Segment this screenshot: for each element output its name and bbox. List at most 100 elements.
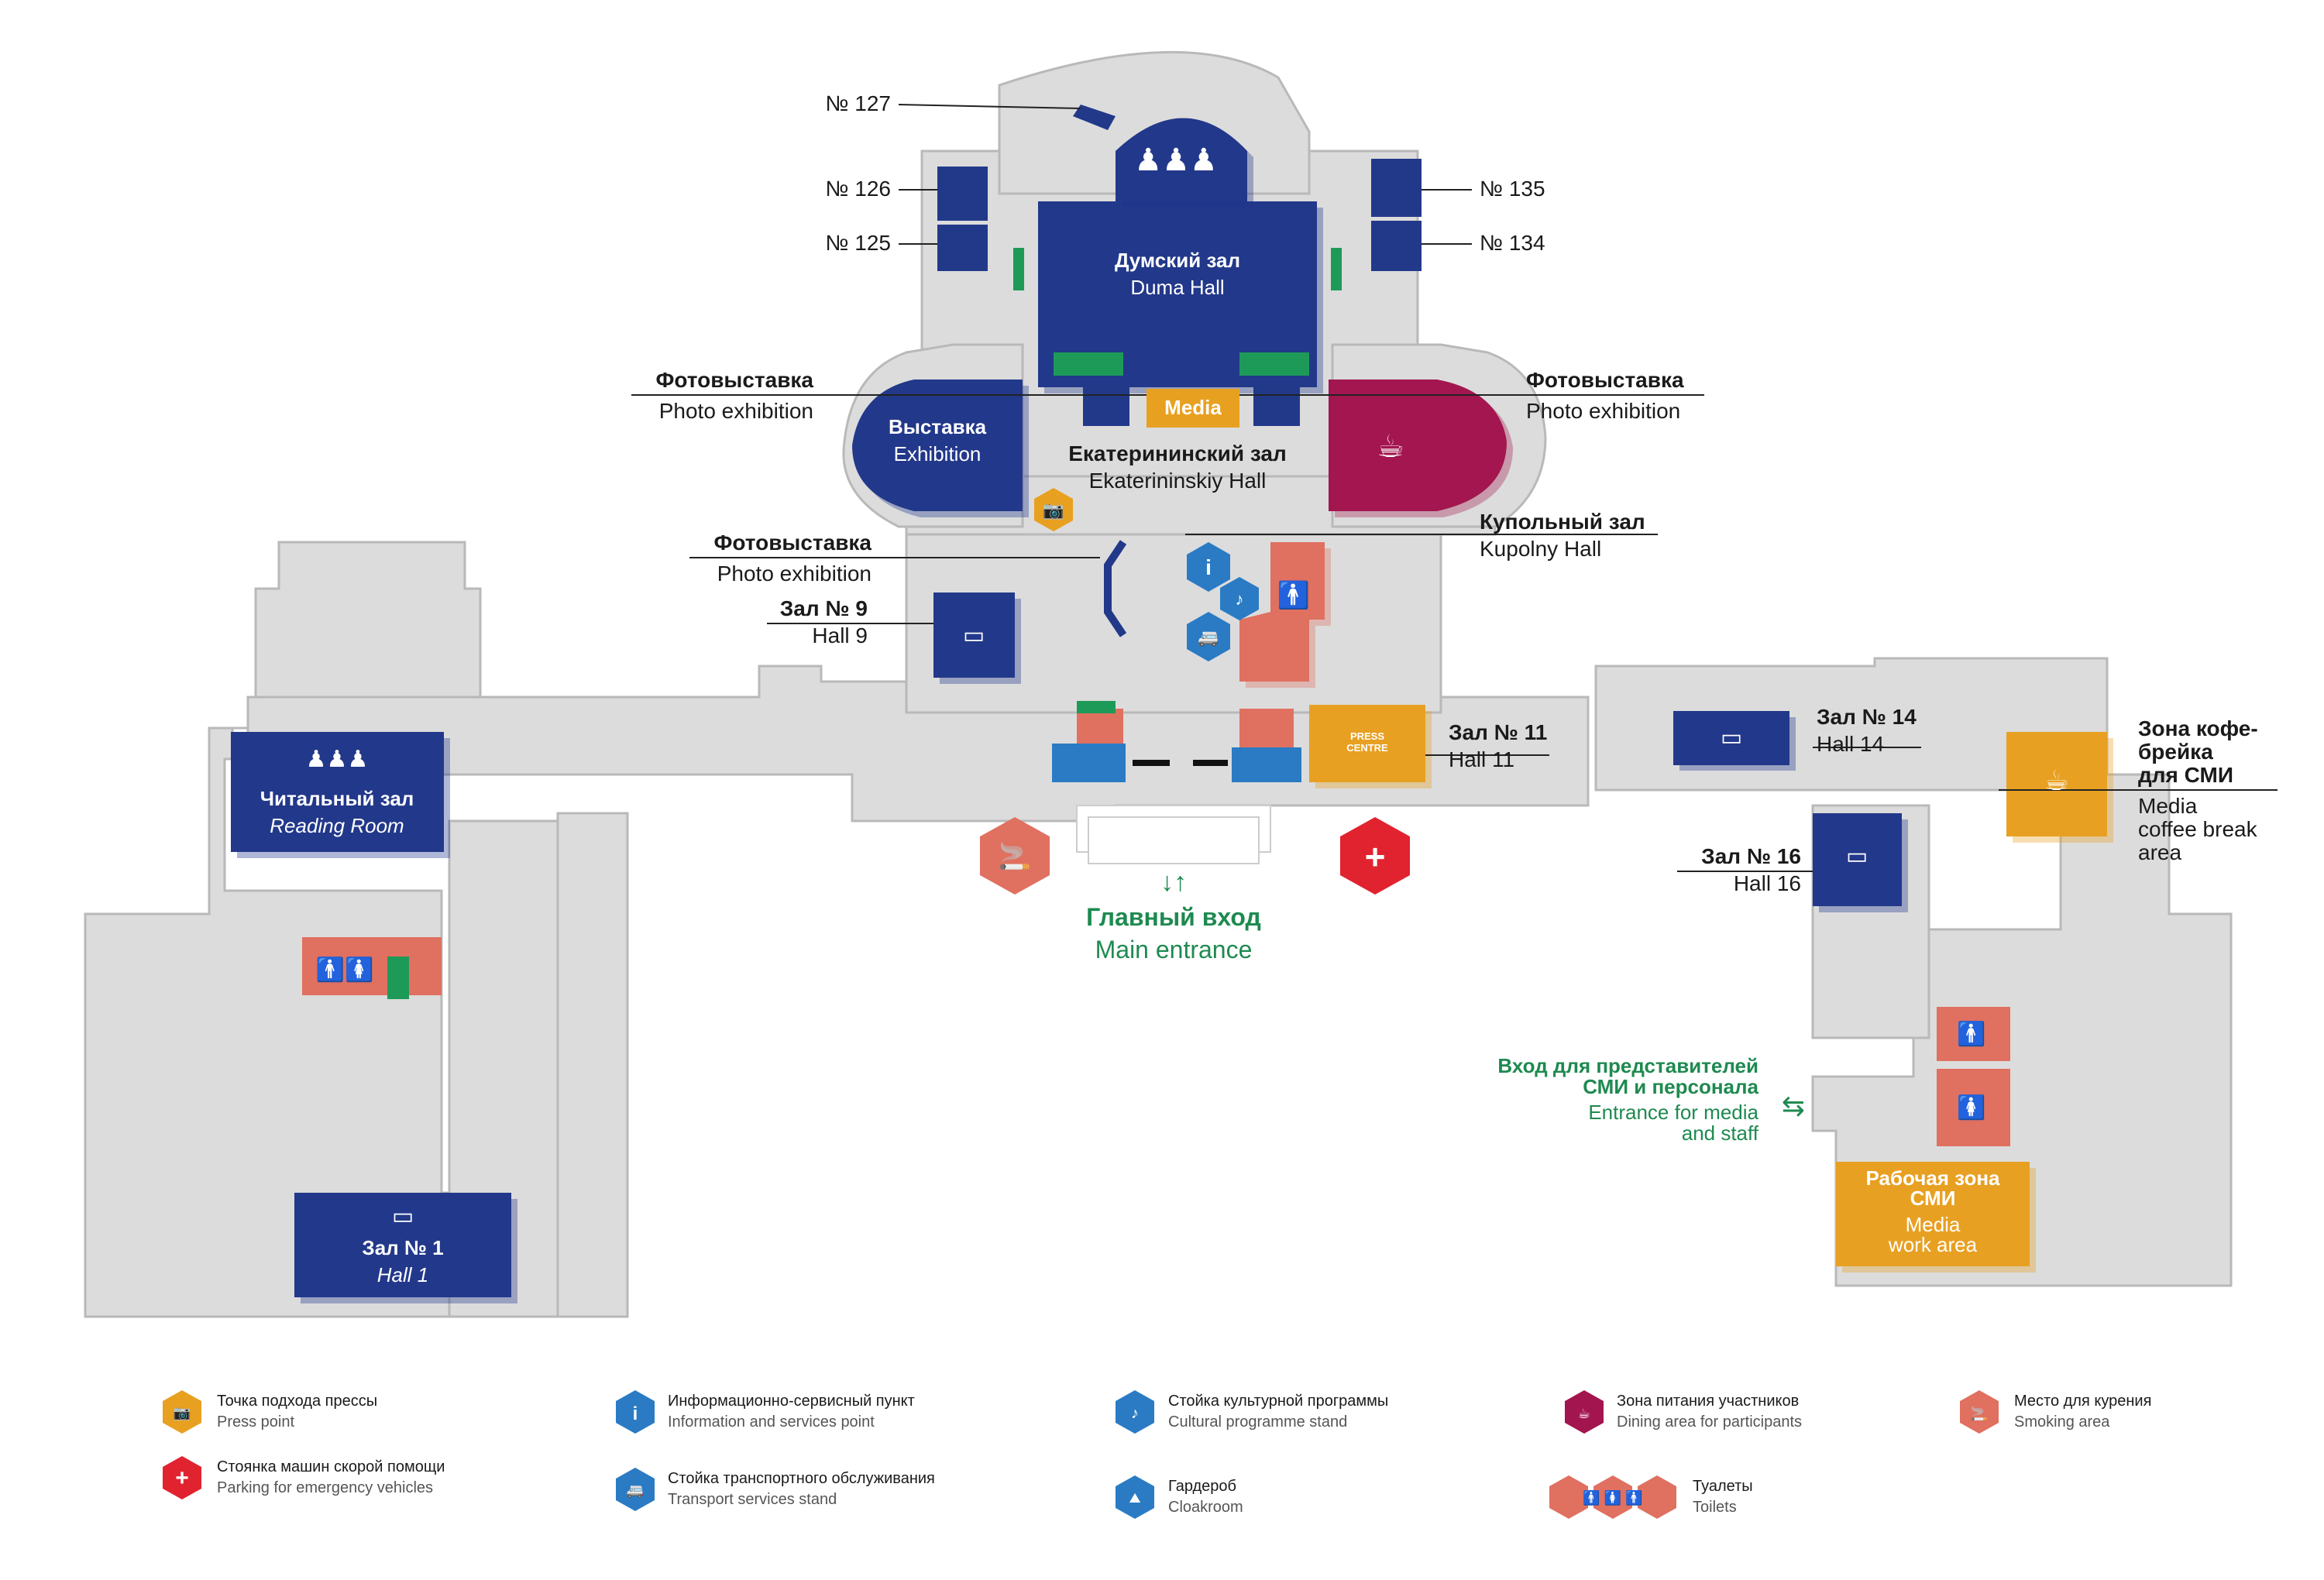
culture-marker: ♪ xyxy=(1220,577,1259,620)
reading-people-icon: ♟♟♟ xyxy=(306,747,369,772)
hall9-ru: Зал № 9 xyxy=(780,596,868,620)
hall16-en: Hall 16 xyxy=(1734,871,1801,895)
legend-label-ru: Стойка транспортного обслуживания xyxy=(668,1470,935,1487)
legend-label-ru: Точка подхода прессы xyxy=(217,1393,377,1410)
stairs xyxy=(387,248,1342,999)
legend-label-ru: Туалеты xyxy=(1693,1478,1753,1495)
legend-label-en: Information and services point xyxy=(668,1413,875,1431)
kupol-toilet xyxy=(1239,542,1325,682)
hall11-toilet xyxy=(1239,709,1294,747)
legend-item-culture: ♪ Стойка культурной программы Cultural p… xyxy=(1116,1390,1388,1434)
smoking-legend-icon: 🚬 xyxy=(1971,1405,1988,1421)
legend-item-toilets: 🚹 🚺 🚹 Туалеты Toilets xyxy=(1549,1475,1753,1519)
coffee-ru-1: Зона кофе- xyxy=(2138,716,2258,740)
legend-label-en: Smoking area xyxy=(2014,1413,2110,1431)
press-centre xyxy=(1309,705,1425,782)
kupol-hall-en: Kupolny Hall xyxy=(1480,537,1601,561)
map-icons: ♟♟♟ ♟♟♟ ▭ ▭ ▭ ▭ ☕ ☕ 🚹🚺 🚹 🚹 🚺 📷 i ♪ xyxy=(306,143,2069,1229)
cloakroom-left xyxy=(1052,744,1126,782)
coffee-en-1: Media xyxy=(2138,794,2198,818)
hall16-meeting-icon: ▭ xyxy=(1846,843,1868,869)
svg-text:↓↑: ↓↑ xyxy=(1160,867,1187,897)
photo-right-en: Photo exhibition xyxy=(1526,399,1680,423)
leader-lines xyxy=(631,104,2278,872)
hall1-meeting-icon: ▭ xyxy=(392,1204,414,1229)
right-toilet-2 xyxy=(1937,1069,2010,1146)
workarea-ru-1: Рабочая зона xyxy=(1865,1166,2000,1190)
transport-legend-icon: 🚐 xyxy=(627,1482,644,1498)
coffee-break-icon: ☕ xyxy=(2044,764,2069,796)
exhibition-hall xyxy=(852,380,1023,511)
staff-entrance-ru-1: Вход для представителей xyxy=(1497,1054,1758,1077)
legend-item-dining: ☕ Зона питания участников Dining area fo… xyxy=(1565,1390,1802,1434)
main-entrance-en: Main entrance xyxy=(1095,936,1253,963)
staff-entrance-en-1: Entrance for media xyxy=(1588,1101,1758,1124)
legend-item-press-point: 📷 Точка подхода прессы Press point xyxy=(163,1390,377,1434)
smoking-icon: 🚬 xyxy=(999,841,1031,871)
hall-1 xyxy=(294,1193,511,1297)
reading-room-ru: Читальный зал xyxy=(260,787,414,810)
media-label: Media xyxy=(1164,396,1222,419)
room-134-label: № 134 xyxy=(1480,231,1545,255)
hall-9 xyxy=(933,592,1015,678)
legend-label-en: Press point xyxy=(217,1413,294,1431)
right-toilet-icon-2: 🚺 xyxy=(1957,1094,1985,1121)
hall9-meeting-icon: ▭ xyxy=(963,623,985,648)
workarea-en-2: work area xyxy=(1888,1233,1978,1256)
coffee-ru-2: брейка xyxy=(2138,740,2213,764)
duma-hall-apse xyxy=(1116,118,1247,201)
svg-text:⇆: ⇆ xyxy=(1782,1090,1805,1121)
toilet-zones xyxy=(302,542,2010,1146)
legend-label-ru: Место для курения xyxy=(2014,1393,2151,1410)
photo-right-ru: Фотовыставка xyxy=(1526,368,1684,392)
room-125 xyxy=(937,225,988,271)
room-126 xyxy=(937,167,988,221)
duma-hall-en: Duma Hall xyxy=(1130,276,1224,299)
hall-16 xyxy=(1813,813,1902,906)
info-marker: i xyxy=(1187,542,1230,592)
media-block xyxy=(1147,389,1239,428)
legend-item-cloakroom: ⛰ Гардероб Cloakroom xyxy=(1116,1475,1243,1519)
duma-hall-ru: Думский зал xyxy=(1115,249,1240,272)
photo-wall xyxy=(1104,540,1127,637)
toilets-legend-icon: 🚹 🚺 🚹 xyxy=(1583,1489,1642,1506)
coffee-break-area xyxy=(2006,732,2107,836)
legend-label-en: Transport services stand xyxy=(668,1491,837,1508)
press-point-legend-icon: 📷 xyxy=(174,1405,191,1420)
cloakroom-right xyxy=(1232,747,1301,782)
hall14-ru: Зал № 14 xyxy=(1817,705,1917,729)
coffee-en-2: coffee break xyxy=(2138,817,2258,841)
hall1-en: Hall 1 xyxy=(377,1263,428,1286)
dining-coffee-icon: ☕ xyxy=(1377,430,1404,464)
room-127-label: № 127 xyxy=(825,91,891,115)
room-134 xyxy=(1371,221,1422,271)
right-toilet-icon-1: 🚹 xyxy=(1957,1020,1985,1047)
room-125-label: № 125 xyxy=(825,231,891,255)
hall14-en: Hall 14 xyxy=(1817,732,1884,756)
room-135 xyxy=(1371,159,1422,217)
hall14-meeting-icon: ▭ xyxy=(1721,725,1742,750)
ekat-right-block xyxy=(1253,387,1300,426)
room-135-label: № 135 xyxy=(1480,177,1545,201)
culture-icon: ♪ xyxy=(1236,589,1244,609)
legend-label-en: Cloakroom xyxy=(1168,1499,1243,1516)
photo-mid-en: Photo exhibition xyxy=(717,562,871,586)
culture-legend-icon: ♪ xyxy=(1131,1405,1139,1422)
press-point-marker: 📷 xyxy=(1034,488,1073,531)
press-centre-line2: CENTRE xyxy=(1346,742,1388,754)
coffee-en-3: area xyxy=(2138,840,2181,864)
media-work-area xyxy=(1836,1162,2030,1266)
emergency-legend-icon: + xyxy=(175,1465,189,1491)
legend-item-transport: 🚐 Стойка транспортного обслуживания Tran… xyxy=(616,1468,935,1511)
coffee-ru-3: для СМИ xyxy=(2138,763,2233,787)
legend-item-info: i Информационно-сервисный пункт Informat… xyxy=(616,1390,915,1434)
entrance-doors xyxy=(1076,760,1271,864)
transport-marker: 🚐 xyxy=(1187,612,1230,661)
info-icon: i xyxy=(1205,555,1212,579)
dining-legend-icon: ☕ xyxy=(1578,1406,1590,1421)
hall1-ru: Зал № 1 xyxy=(362,1236,443,1259)
reading-toilets-icon: 🚹🚺 xyxy=(316,956,374,983)
kupol-toilet-icon: 🚹 xyxy=(1277,580,1310,610)
photo-left-ru: Фотовыставка xyxy=(655,368,813,392)
